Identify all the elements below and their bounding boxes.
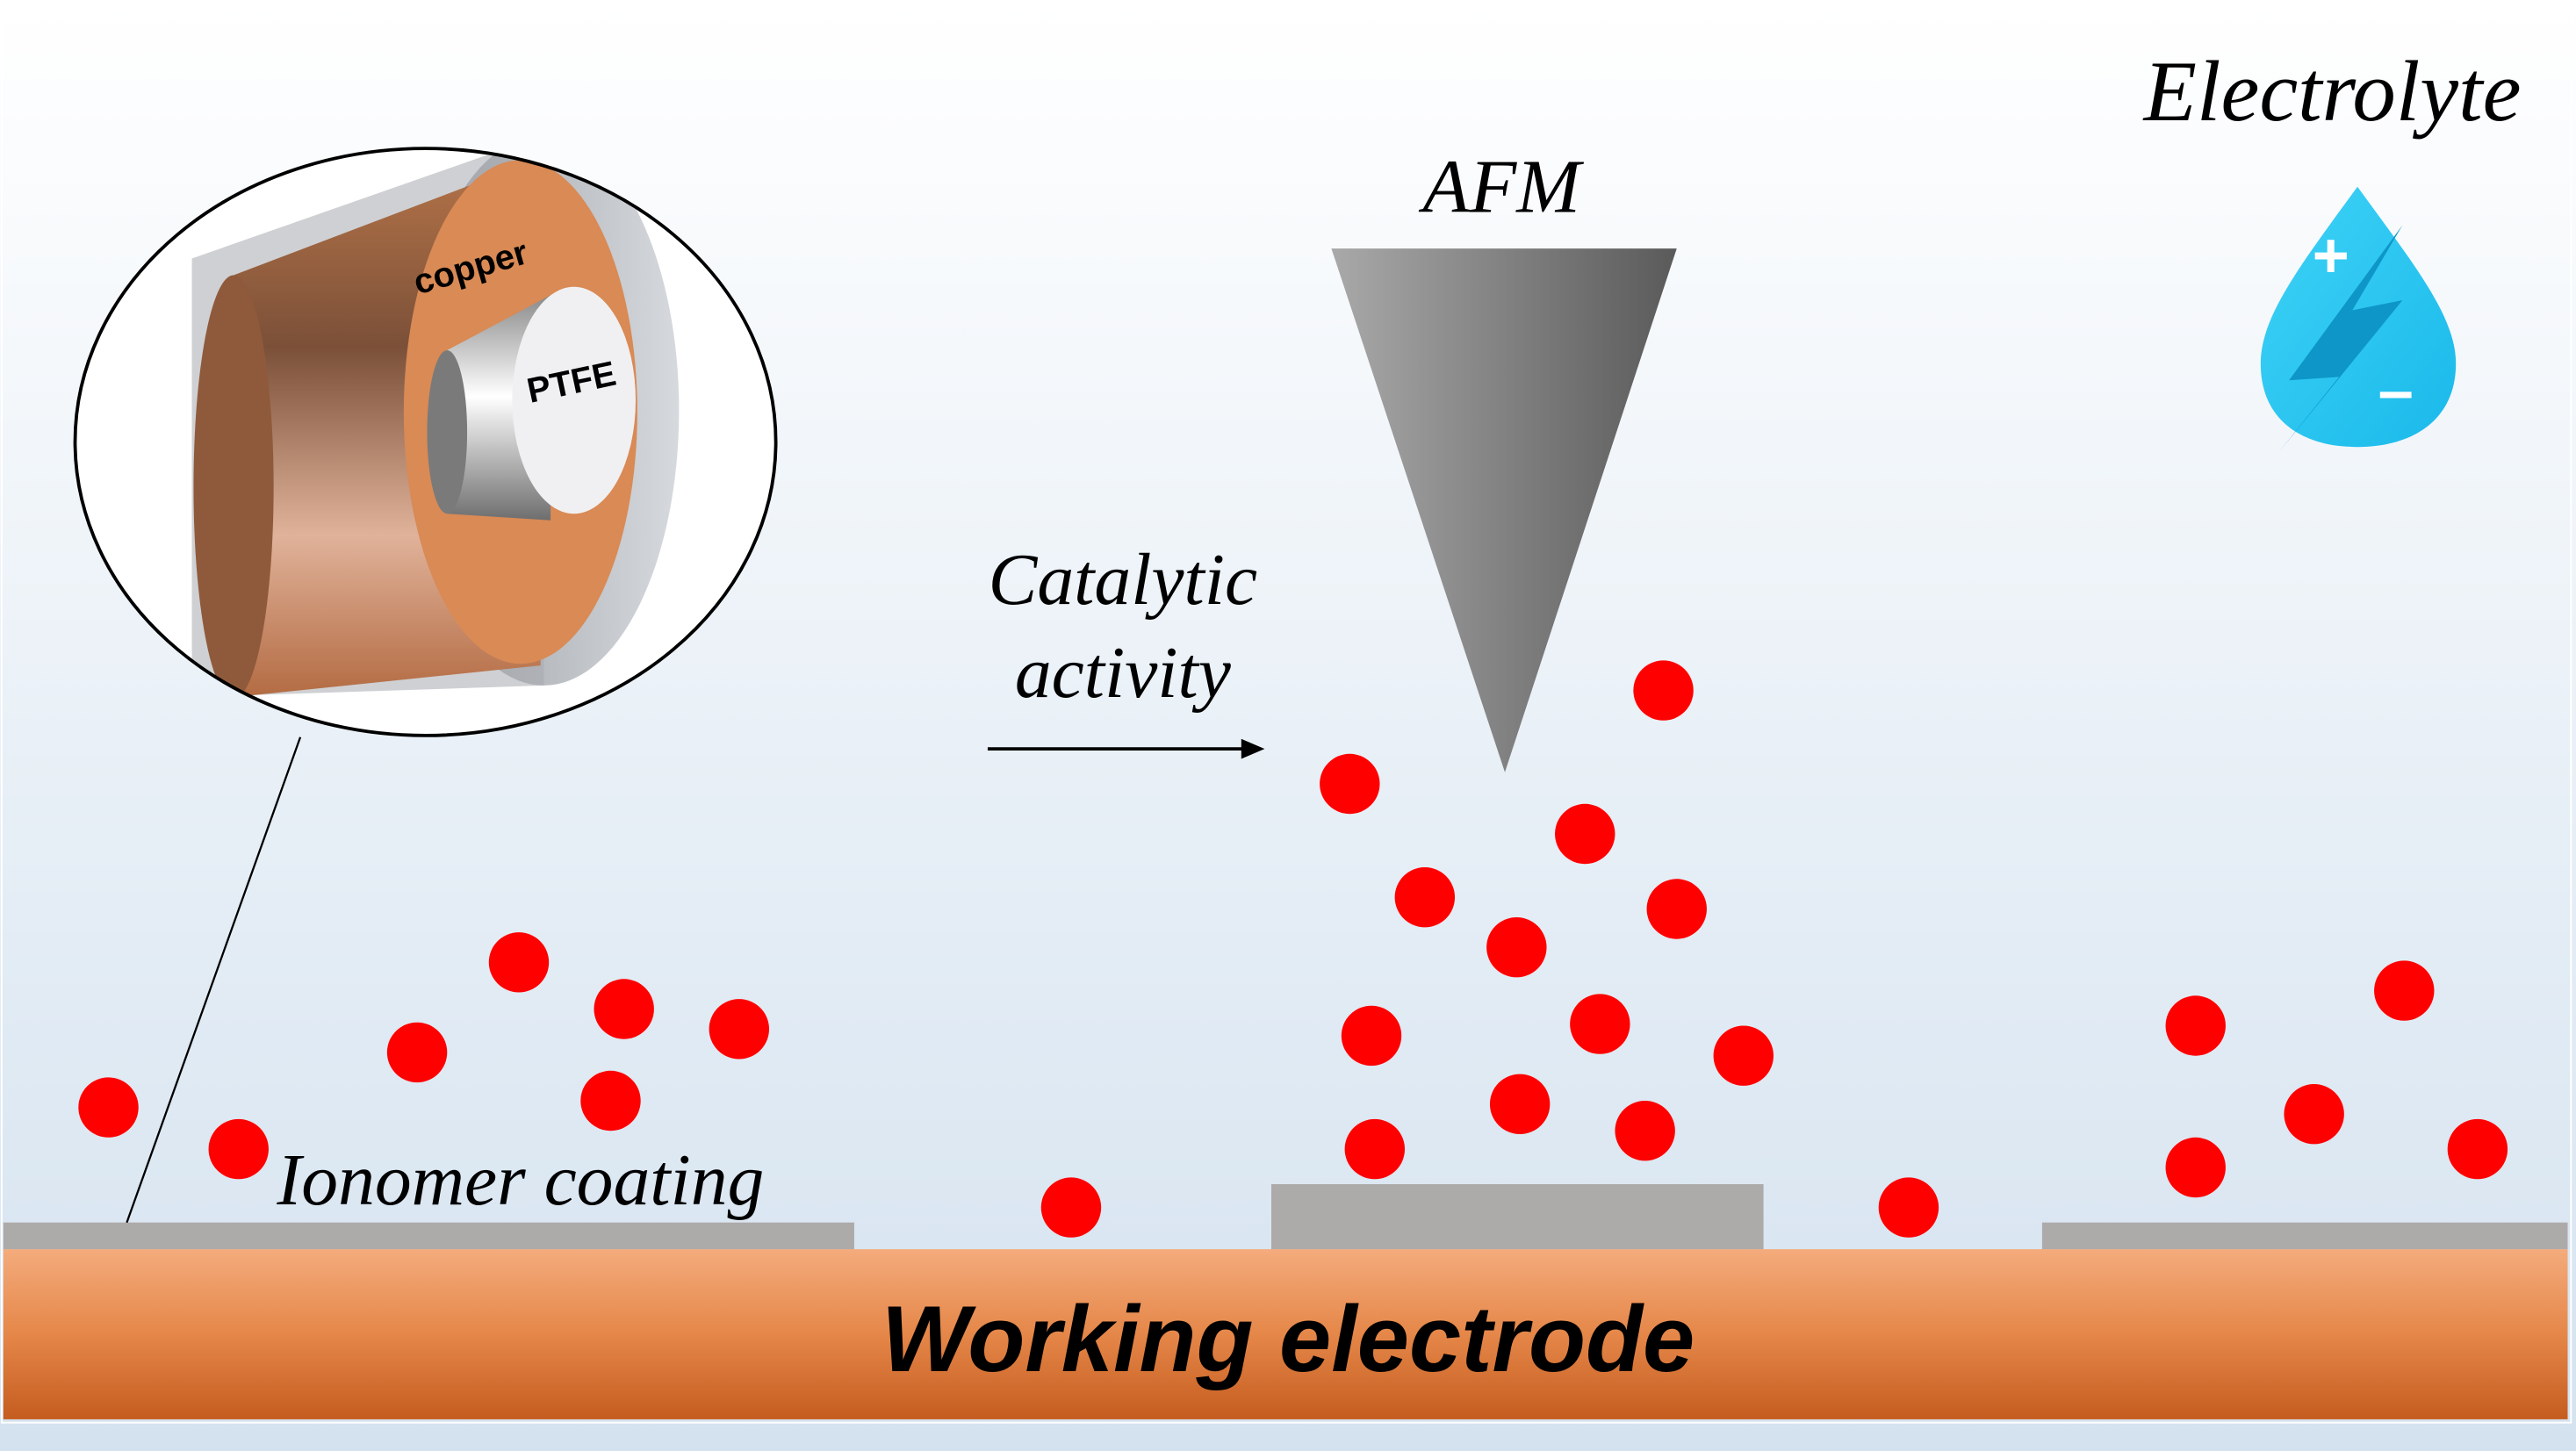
catalytic-activity-label-line2: activity xyxy=(1015,633,1232,714)
particle xyxy=(78,1077,139,1138)
ionomer-coating-right xyxy=(2041,1222,2568,1250)
plus-sign-icon: + xyxy=(2313,220,2349,291)
particle xyxy=(2165,995,2226,1056)
electrode-inset: copper PTFE xyxy=(73,147,778,737)
particle xyxy=(709,999,770,1060)
particle xyxy=(488,932,550,993)
particle xyxy=(1713,1025,1774,1086)
particle xyxy=(2374,960,2435,1021)
particle xyxy=(1394,867,1456,928)
particle xyxy=(580,1070,641,1131)
minus-sign-icon: – xyxy=(2378,356,2414,426)
particle xyxy=(1615,1101,1675,1161)
particle xyxy=(208,1118,269,1180)
ptfe-face xyxy=(512,286,636,514)
particles xyxy=(78,660,2508,1238)
particle xyxy=(2447,1118,2508,1180)
particle xyxy=(1878,1177,1939,1238)
particle xyxy=(1555,803,1615,865)
particle xyxy=(1344,1118,1406,1180)
catalytic-activity-label-line1: Catalytic xyxy=(989,540,1257,621)
particle xyxy=(2165,1137,2226,1198)
particle xyxy=(1570,994,1630,1054)
afm-tip xyxy=(1331,248,1677,772)
frame-border xyxy=(0,0,2572,1424)
particle xyxy=(1341,1005,1402,1067)
catalytic-arrow xyxy=(987,738,1265,759)
working-electrode xyxy=(3,1249,2568,1419)
ionomer-coating-center xyxy=(1270,1184,1764,1250)
inset-pointer-line xyxy=(126,736,302,1224)
ionomer-coating-left xyxy=(3,1222,854,1250)
particle xyxy=(1320,753,1380,815)
particle xyxy=(594,979,654,1039)
particle xyxy=(1040,1177,1102,1238)
particle xyxy=(386,1022,448,1083)
particle xyxy=(1646,879,1707,939)
particle xyxy=(1633,660,1694,721)
electrolyte-drop-icon: + – xyxy=(2260,186,2457,452)
particle xyxy=(1489,1074,1551,1134)
afm-label: AFM xyxy=(1418,143,1584,228)
working-electrode-label: Working electrode xyxy=(881,1287,1695,1391)
ionomer-coating-label: Ionomer coating xyxy=(276,1140,764,1221)
particle xyxy=(2284,1084,2344,1145)
electrolyte-label: Electrolyte xyxy=(2142,44,2522,140)
particle xyxy=(1486,917,1547,978)
